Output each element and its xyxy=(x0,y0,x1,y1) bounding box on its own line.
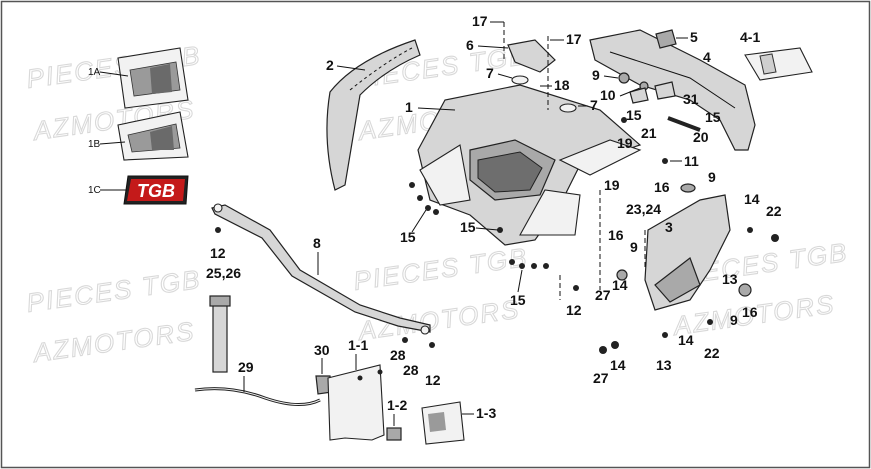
decal-1b-label: 1B xyxy=(88,139,101,150)
callout-25-26: 25,26 xyxy=(206,265,241,281)
callout-16: 16 xyxy=(742,304,758,320)
callout-8: 8 xyxy=(313,235,321,251)
callout-12: 12 xyxy=(210,245,226,261)
decal-1a-label: 1A xyxy=(88,67,101,78)
callout-14: 14 xyxy=(744,191,760,207)
bracket-part-6[interactable] xyxy=(507,39,556,73)
decal-1c-logo[interactable]: TGB xyxy=(123,175,189,205)
watermark-text: PIECES TGB xyxy=(25,264,204,318)
callout-28: 28 xyxy=(390,347,406,363)
callout-30: 30 xyxy=(314,342,330,358)
callout-3: 3 xyxy=(665,219,673,235)
callout-15: 15 xyxy=(626,107,642,123)
strap-part-25-26[interactable] xyxy=(209,295,231,373)
callout-9: 9 xyxy=(708,169,716,185)
leader-line xyxy=(417,107,456,111)
callout-19: 19 xyxy=(617,135,633,151)
decal-1a[interactable] xyxy=(117,47,189,109)
callout-14: 14 xyxy=(610,357,626,373)
callout-16: 16 xyxy=(654,179,670,195)
callout-10: 10 xyxy=(600,87,616,103)
cover-plate-part-1-1[interactable] xyxy=(327,364,385,441)
callout-22: 22 xyxy=(766,203,782,219)
callout-1: 1 xyxy=(405,99,413,115)
label-part-1-3[interactable] xyxy=(421,401,465,445)
callout-23-24: 23,24 xyxy=(626,201,661,217)
callout-9: 9 xyxy=(592,67,600,83)
callout-2: 2 xyxy=(326,57,334,73)
callout-12: 12 xyxy=(425,372,441,388)
callout-4: 4 xyxy=(703,49,711,65)
callout-7: 7 xyxy=(486,65,494,81)
cap-part-5[interactable] xyxy=(655,29,677,49)
callout-11: 11 xyxy=(684,153,699,169)
callout-21: 21 xyxy=(641,125,657,141)
callout-18: 18 xyxy=(554,77,570,93)
tgb-logo-text: TGB xyxy=(137,181,175,201)
callout-27: 27 xyxy=(595,287,611,303)
pad-part-4-1[interactable] xyxy=(744,47,813,81)
callout-12: 12 xyxy=(566,302,582,318)
watermark-text: AZMOTORS xyxy=(30,316,197,369)
callout-29: 29 xyxy=(238,359,254,375)
fitting-group xyxy=(618,72,701,132)
leader-line xyxy=(336,65,366,71)
callout-9: 9 xyxy=(730,312,738,328)
callout-19: 19 xyxy=(604,177,620,193)
leader-line xyxy=(99,141,126,145)
callout-17: 17 xyxy=(566,31,582,47)
watermark-text: PIECES TGB xyxy=(352,242,531,296)
decal-1b[interactable] xyxy=(117,111,189,161)
callout-28: 28 xyxy=(403,362,419,378)
cable-part-29[interactable] xyxy=(194,387,321,406)
callout-15: 15 xyxy=(705,109,721,125)
rear-bar-part-8[interactable] xyxy=(211,203,431,335)
decal-1c-label: 1C xyxy=(88,185,101,196)
callout-14: 14 xyxy=(612,277,628,293)
fastener-group xyxy=(409,182,549,269)
callout-1-2: 1-2 xyxy=(387,397,407,413)
callout-6: 6 xyxy=(466,37,474,53)
callout-13: 13 xyxy=(722,271,738,287)
side-guard-part-3[interactable] xyxy=(644,194,731,311)
callout-5: 5 xyxy=(690,29,698,45)
label-part-1-2[interactable] xyxy=(386,427,402,441)
callout-13: 13 xyxy=(656,357,672,373)
callout-14: 14 xyxy=(678,332,694,348)
grommet-part-7[interactable] xyxy=(511,75,529,85)
callout-16: 16 xyxy=(608,227,624,243)
rear-fender-part-1[interactable] xyxy=(417,84,642,246)
callout-1-1: 1-1 xyxy=(348,337,368,353)
callout-31: 31 xyxy=(683,91,699,107)
leader-line xyxy=(99,71,129,77)
callout-15: 15 xyxy=(510,292,526,308)
callout-9: 9 xyxy=(630,239,638,255)
callout-7: 7 xyxy=(590,97,598,113)
callout-1-3: 1-3 xyxy=(476,405,496,421)
callout-17: 17 xyxy=(472,13,488,29)
side-panel-part-2[interactable] xyxy=(326,39,421,191)
callout-20: 20 xyxy=(693,129,709,145)
callout-22: 22 xyxy=(704,345,720,361)
callout-4-1: 4-1 xyxy=(740,29,760,45)
callout-15: 15 xyxy=(400,229,416,245)
grommet-part-7[interactable] xyxy=(559,103,577,113)
callout-15: 15 xyxy=(460,219,476,235)
callout-27: 27 xyxy=(593,370,609,386)
